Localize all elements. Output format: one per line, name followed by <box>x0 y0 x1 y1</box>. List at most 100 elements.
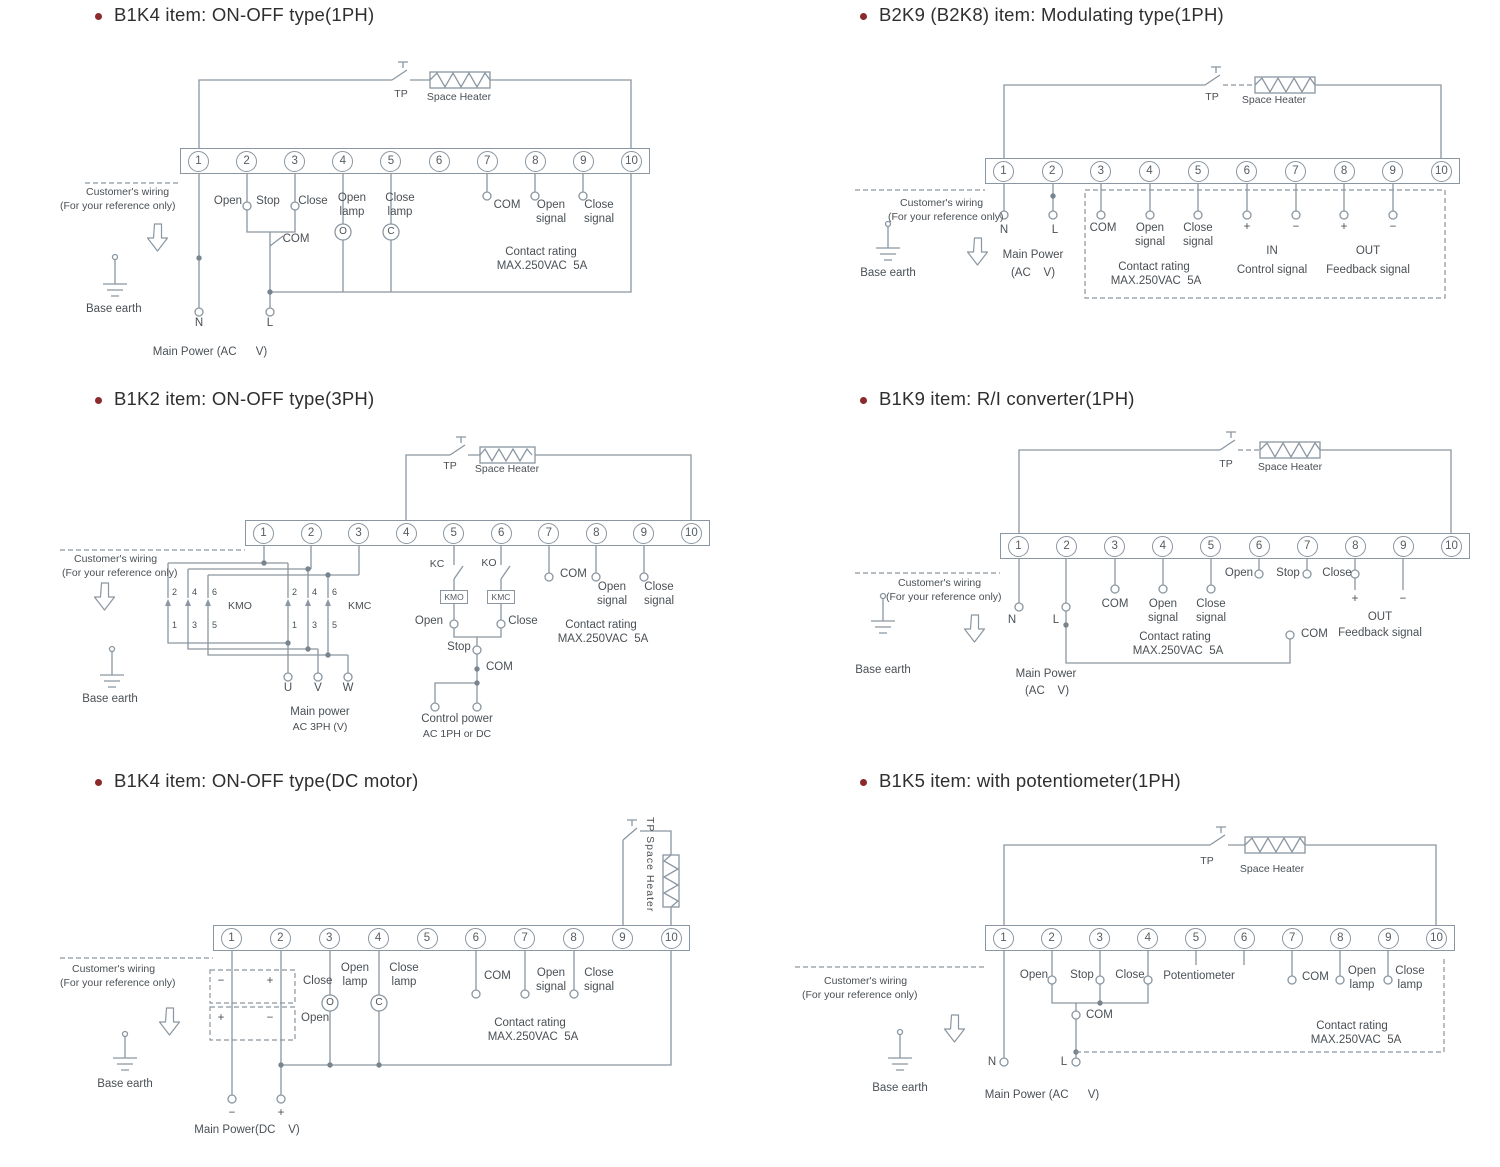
l-label: L <box>1052 614 1060 626</box>
bullet-icon <box>95 779 102 786</box>
w-label: W <box>342 682 354 694</box>
close-lamp-letter: C <box>387 226 395 237</box>
base-earth-label: Base earth <box>86 303 142 315</box>
open-signal-label: Open signal <box>535 199 567 225</box>
close-label: Close <box>1115 969 1145 981</box>
contactor-terminal: 4 <box>192 587 198 597</box>
contact-rating-value: MAX.250VAC 5A <box>557 633 649 645</box>
com-label: COM <box>484 970 511 982</box>
kmo-coil-box: KMO <box>440 590 468 604</box>
terminal-10: 10 <box>680 522 702 544</box>
terminal-8: 8 <box>1329 927 1351 949</box>
kc-label: KC <box>429 558 445 570</box>
terminal-7: 7 <box>538 522 560 544</box>
customers-wiring-label: Customer's wiring <box>86 186 170 198</box>
space-heater-symbol <box>1244 836 1306 854</box>
terminal-5: 5 <box>443 522 465 544</box>
terminal-7: 7 <box>1284 160 1306 182</box>
open-label: Open <box>414 615 444 627</box>
main-power-voltage: (AC V) <box>1010 267 1056 279</box>
stop-label: Stop <box>1276 567 1300 579</box>
contactor-terminal: 6 <box>212 587 218 597</box>
panel-title: B1K9 item: R/I converter(1PH) <box>879 388 1135 409</box>
terminal-4: 4 <box>332 150 354 172</box>
close-lamp-label: Close lamp <box>385 192 415 218</box>
com-switch-label: COM <box>282 233 310 245</box>
open-signal-label: Open signal <box>535 967 567 993</box>
bullet-icon <box>95 13 102 20</box>
main-power-voltage: (AC V) <box>1024 685 1070 697</box>
contactor-terminal: 6 <box>332 587 338 597</box>
kmo-contactor-label: KMO <box>228 600 252 612</box>
terminal-5: 5 <box>1185 927 1207 949</box>
terminal-1: 1 <box>993 160 1014 182</box>
close-signal-label: Close signal <box>583 199 615 225</box>
terminal-1: 1 <box>253 522 274 544</box>
terminal-10: 10 <box>620 150 642 172</box>
close-lamp-label: Close lamp <box>389 962 419 988</box>
terminal-5: 5 <box>1187 160 1209 182</box>
panel-b1k5-potentiometer: B1K5 item: with potentiometer(1PH) 1 2 3… <box>750 765 1500 1167</box>
potentiometer-label: Potentiometer <box>1163 970 1235 982</box>
contactor-terminal: 2 <box>172 587 178 597</box>
open-plus-label: + <box>217 1012 225 1024</box>
com-lamp-label: COM <box>1302 971 1329 983</box>
contact-rating-value: MAX.250VAC 5A <box>1110 275 1202 287</box>
contact-rating-value: MAX.250VAC 5A <box>1310 1034 1402 1046</box>
tp-label: TP <box>1205 91 1219 103</box>
terminal-7: 7 <box>514 927 536 949</box>
open-lamp-letter: O <box>339 226 347 237</box>
circuit-diagram-p2 <box>855 66 1446 299</box>
contact-rating-value: MAX.250VAC 5A <box>496 260 588 272</box>
close-signal-label: Close signal <box>583 967 615 993</box>
ko-label: KO <box>481 557 497 569</box>
close-lamp-symbol <box>382 223 400 241</box>
terminal-2: 2 <box>1041 160 1063 182</box>
control-signal-label: Control signal <box>1236 264 1308 276</box>
terminal-10: 10 <box>660 927 682 949</box>
tp-space-heater-label: TP Space Heater <box>644 817 656 913</box>
down-arrow-icon <box>943 1014 966 1043</box>
l-label: L <box>1060 1056 1068 1068</box>
close-lamp-label: Close lamp <box>1395 965 1425 991</box>
com-label: COM <box>493 199 521 211</box>
tp-switch-icon <box>449 436 480 456</box>
feedback-signal-label: Feedback signal <box>1326 264 1410 276</box>
l-label: L <box>266 317 274 329</box>
panel-title: B1K5 item: with potentiometer(1PH) <box>879 770 1181 791</box>
terminal-4: 4 <box>395 522 417 544</box>
terminal-3: 3 <box>1104 535 1126 557</box>
terminal-1: 1 <box>221 927 242 949</box>
main-power-label: Main Power <box>1002 249 1064 261</box>
terminal-strip: 1 2 3 4 5 6 7 8 9 10 <box>245 520 710 546</box>
base-earth-label: Base earth <box>855 664 911 676</box>
circuit-diagram-p3 <box>60 436 692 712</box>
customers-wiring-label: Customer's wiring <box>72 963 156 975</box>
earth-symbol <box>876 220 900 261</box>
stop-label: Stop <box>256 195 280 207</box>
terminal-2: 2 <box>1056 535 1078 557</box>
terminal-4: 4 <box>1137 927 1159 949</box>
panel-b2k9-modulating: B2K9 (B2K8) item: Modulating type(1PH) 1… <box>750 0 1500 385</box>
control-power-label: Control power <box>421 713 493 725</box>
out-label: OUT <box>1367 611 1393 623</box>
open-lamp-letter: O <box>326 997 334 1008</box>
terminal-strip: 1 2 3 4 5 6 7 8 9 10 <box>180 148 650 174</box>
terminal-3: 3 <box>1089 927 1111 949</box>
close-plus-label: + <box>266 975 274 987</box>
contact-rating-value: MAX.250VAC 5A <box>1132 645 1224 657</box>
terminal-9: 9 <box>572 150 594 172</box>
reference-only-label: (For your reference only) <box>60 977 176 989</box>
terminal-1: 1 <box>188 150 209 172</box>
terminal-7: 7 <box>476 150 498 172</box>
open-signal-label: Open signal <box>1134 222 1166 248</box>
contactor-contacts <box>165 590 331 637</box>
customers-wiring-label: Customer's wiring <box>900 197 984 209</box>
terminal-3: 3 <box>284 150 306 172</box>
base-earth-label: Base earth <box>860 267 916 279</box>
space-heater-symbol <box>1254 76 1316 94</box>
terminal-7: 7 <box>1281 927 1303 949</box>
terminal-4: 4 <box>1152 535 1174 557</box>
close-signal-label: Close signal <box>1182 222 1214 248</box>
out-plus-label: + <box>1351 593 1359 605</box>
